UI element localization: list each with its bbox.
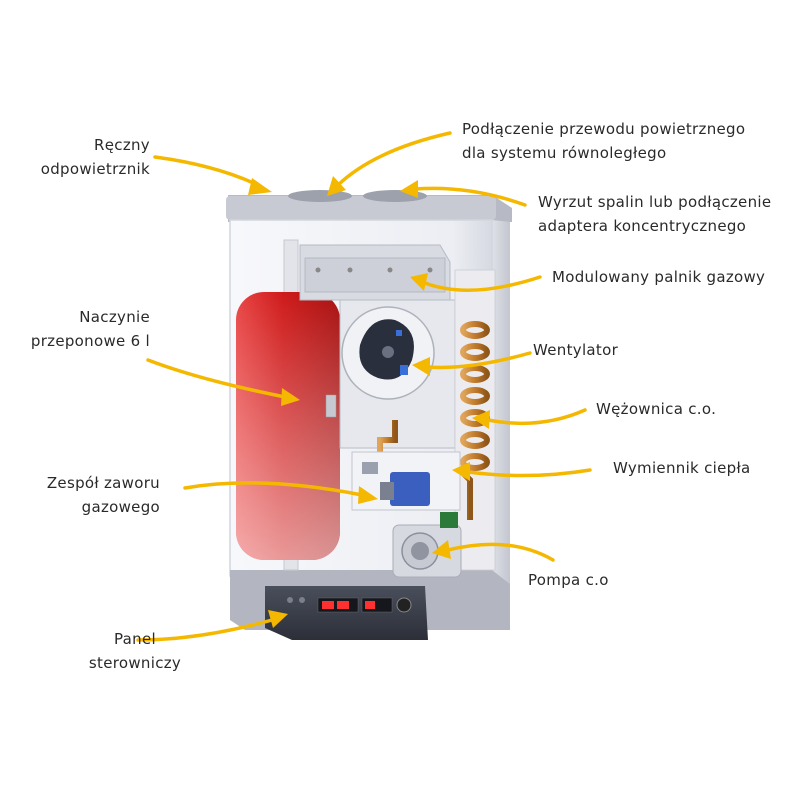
casing-side [492, 220, 510, 590]
label-air-vent: Ręczny odpowietrznik [40, 136, 150, 178]
arrow-air-duct [336, 131, 452, 187]
arrow-gas-valve [183, 481, 364, 497]
arrowhead-fan [412, 357, 430, 376]
arrow-air-vent [153, 155, 260, 187]
arrowhead-panel [268, 610, 288, 628]
label-pump: Pompa c.o [528, 571, 609, 589]
arrowhead-air-duct [327, 176, 346, 196]
arrowhead-burner [410, 273, 428, 291]
arrow-exchanger [466, 468, 592, 478]
top-cap-face [226, 196, 496, 220]
arrow-vessel [146, 358, 287, 399]
arrow-pump [446, 542, 555, 562]
arrowhead-exchanger [452, 462, 470, 481]
label-gas-valve: Zespół zaworu gazowego [46, 474, 160, 516]
arrow-flue [413, 186, 527, 207]
label-fan: Wentylator [533, 341, 619, 359]
label-heat-exchanger: Wymiennik ciepła [613, 459, 751, 477]
label-coil: Wężownica c.o. [596, 400, 717, 418]
arrowhead-pump [432, 540, 451, 559]
arrow-fan [426, 351, 532, 370]
label-control-panel: Panel sterowniczy [88, 630, 182, 672]
arrowhead-flue [400, 180, 418, 198]
label-flue: Wyrzut spalin lub podłączenie adaptera k… [538, 193, 772, 235]
label-burner: Modulowany palnik gazowy [552, 268, 766, 286]
arrow-burner [423, 275, 542, 292]
arrowhead-gas-valve [358, 486, 378, 504]
label-expansion-vessel: Naczynie przeponowe 6 l [30, 308, 150, 350]
arrowhead-vessel [281, 388, 300, 406]
arrowhead-air-vent [248, 178, 272, 195]
arrowhead-coil [472, 410, 490, 429]
gas-valve-block [390, 472, 430, 506]
label-air-duct: Podłączenie przewodu powietrznego dla sy… [462, 120, 746, 162]
arrow-panel [136, 618, 274, 642]
arrow-coil [486, 408, 587, 426]
